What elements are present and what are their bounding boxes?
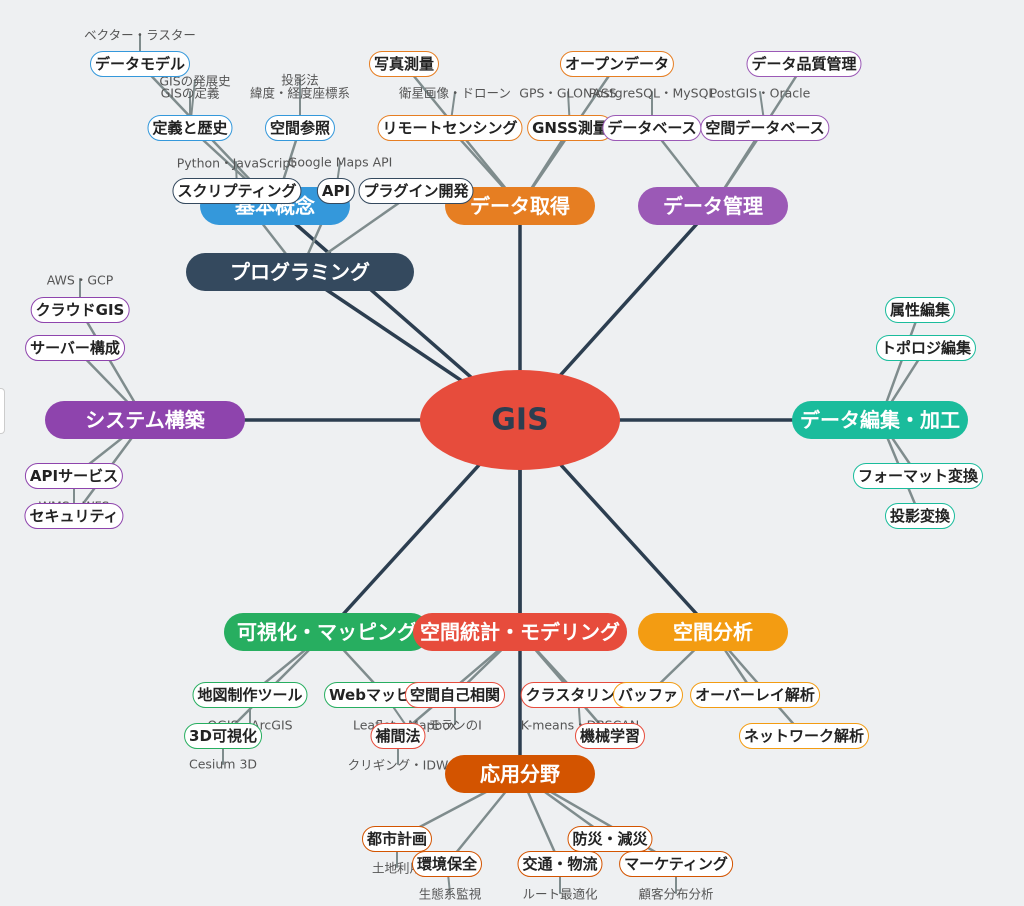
sub-node[interactable]: 投影変換 xyxy=(884,503,956,529)
sub-node[interactable]: 空間データベース xyxy=(700,115,830,141)
sub-node[interactable]: 補間法 xyxy=(370,723,426,749)
sub-node[interactable]: オープンデータ xyxy=(559,51,675,77)
sub-node[interactable]: データベース xyxy=(602,115,702,141)
sub-node[interactable]: 空間参照 xyxy=(264,115,336,141)
sub-node[interactable]: 定義と歴史 xyxy=(147,115,233,141)
branch-node[interactable]: 可視化・マッピング xyxy=(224,613,430,651)
sub-node[interactable]: サーバー構成 xyxy=(25,335,125,361)
branch-node[interactable]: プログラミング xyxy=(186,253,414,291)
branch-node[interactable]: システム構築 xyxy=(45,401,245,439)
branch-node[interactable]: データ編集・加工 xyxy=(792,401,968,439)
sub-node[interactable]: 写真測量 xyxy=(368,51,440,77)
sub-node[interactable]: リモートセンシング xyxy=(377,115,523,141)
leaf-node: ルート最適化 xyxy=(522,886,598,902)
sub-node[interactable]: データモデル xyxy=(89,51,191,77)
leaf-node: GISの定義 xyxy=(160,85,220,101)
sub-node[interactable]: クラウドGIS xyxy=(30,297,130,323)
branch-node[interactable]: データ管理 xyxy=(638,187,788,225)
leaf-node: 投影法 xyxy=(281,72,319,88)
sub-node[interactable]: スクリプティング xyxy=(172,178,302,204)
sub-node[interactable]: 都市計画 xyxy=(361,826,433,852)
sub-node[interactable]: 属性編集 xyxy=(884,297,956,323)
sub-node[interactable]: 環境保全 xyxy=(411,851,483,877)
leaf-node: 衛星画像・ドローン xyxy=(399,85,511,101)
sub-node[interactable]: セキュリティ xyxy=(24,503,124,529)
leaf-node: PostgreSQL・MySQL xyxy=(588,85,716,101)
sub-node[interactable]: データ品質管理 xyxy=(746,51,862,77)
sub-node[interactable]: マーケティング xyxy=(619,851,733,877)
sub-node[interactable]: 機械学習 xyxy=(574,723,646,749)
leaf-node: AWS・GCP xyxy=(46,272,114,288)
leaf-node: 緯度・経度座標系 xyxy=(249,85,351,101)
leaf-node: 顧客分布分析 xyxy=(638,886,714,902)
sub-node[interactable]: APIサービス xyxy=(24,463,124,489)
sub-node[interactable]: バッファ xyxy=(612,682,684,708)
leaf-node: GPS・GLONASS xyxy=(519,85,617,101)
branch-node[interactable]: 応用分野 xyxy=(445,755,595,793)
sub-node[interactable]: オーバーレイ解析 xyxy=(690,682,820,708)
sub-node[interactable]: API xyxy=(316,178,356,204)
leaf-node: PostGIS・Oracle xyxy=(709,85,811,101)
sub-node[interactable]: 地図制作ツール xyxy=(192,682,308,708)
center-node-label: GIS xyxy=(491,402,549,438)
leaf-node: 生態系監視 xyxy=(418,886,482,902)
sub-node[interactable]: 3D可視化 xyxy=(184,723,262,749)
leaf-node: Cesium 3D xyxy=(188,756,258,772)
leaf-node: モランのI xyxy=(428,717,482,733)
side-panel-handle[interactable] xyxy=(0,388,5,434)
sub-node[interactable]: フォーマット変換 xyxy=(852,463,984,489)
sub-node[interactable]: 交通・物流 xyxy=(517,851,603,877)
sub-node[interactable]: プラグイン開発 xyxy=(358,178,474,204)
leaf-node: ベクター・ラスター xyxy=(84,27,196,43)
branch-node[interactable]: 空間統計・モデリング xyxy=(413,613,627,651)
sub-node[interactable]: トポロジ編集 xyxy=(875,335,977,361)
leaf-node: GISの発展史 xyxy=(159,73,231,89)
sub-node[interactable]: 防災・減災 xyxy=(567,826,653,852)
center-node[interactable] xyxy=(420,370,620,470)
leaf-node: Google Maps API xyxy=(287,154,393,170)
sub-node[interactable]: GNSS測量 xyxy=(527,115,613,141)
leaf-node: 土地利用 xyxy=(371,860,423,876)
sub-node[interactable]: 空間自己相関 xyxy=(404,682,506,708)
leaf-node: クリギング・IDW xyxy=(347,757,449,773)
branch-node[interactable]: 空間分析 xyxy=(638,613,788,651)
leaf-node: Python・JavaScript xyxy=(176,155,296,171)
sub-node[interactable]: ネットワーク解析 xyxy=(738,723,870,749)
